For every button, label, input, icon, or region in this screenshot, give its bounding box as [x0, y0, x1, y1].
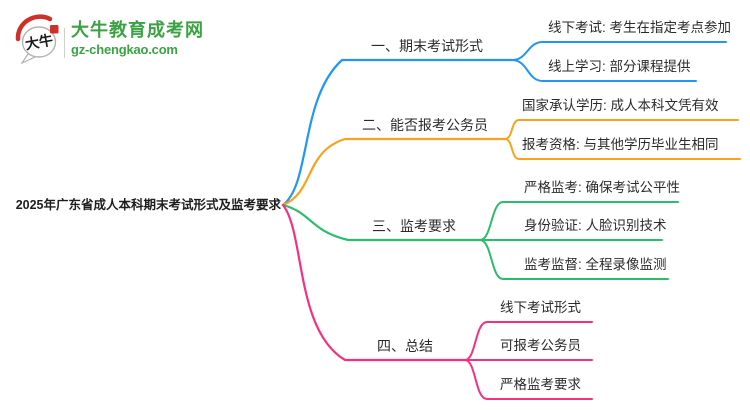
branch-4-child-1-line: [464, 321, 593, 361]
branch-3-child-3-line: [479, 239, 669, 280]
logo-domain-url: gz-chengkao.com: [71, 42, 178, 57]
branch-4-child-1-label: 线下考试形式: [500, 300, 581, 315]
branch-4-line: [281, 203, 467, 362]
branch-1-child-2-line: [511, 59, 697, 82]
branch-2-child-2-line: [504, 138, 741, 160]
branch-2-line: [281, 137, 507, 207]
logo-red-arc: [15, 14, 53, 42]
logo-site-name: 大牛教育成考网: [71, 20, 204, 40]
branch-1-label: 一、期末考试形式: [371, 38, 483, 54]
branch-3-child-1-line: [479, 201, 679, 241]
branch-4-child-2-label: 可报考公务员: [500, 338, 581, 353]
branch-2-child-2-label: 报考资格: 与其他学历毕业生相同: [522, 137, 719, 152]
site-logo[interactable]: 大牛 大牛教育成考网 gz-chengkao.com: [14, 12, 274, 68]
branch-4-child-3-label: 严格监考要求: [500, 377, 581, 392]
branch-1-child-2-label: 线上学习: 部分课程提供: [548, 59, 691, 74]
branch-4-label: 四、总结: [377, 338, 433, 354]
branch-2-child-1-label: 国家承认学历: 成人本科文凭有效: [522, 98, 719, 113]
daniu-bull-logo-icon: 大牛: [15, 14, 59, 64]
branch-3-child-1-label: 严格监考: 确保考试公平性: [524, 180, 681, 195]
branch-1-line: [281, 58, 514, 207]
branch-4-child-3-line: [464, 359, 593, 400]
branch-3-child-3-label: 监考监督: 全程录像监测: [524, 257, 667, 272]
branch-3-label: 三、监考要求: [372, 218, 456, 234]
logo-bubble: [21, 26, 57, 58]
logo-icon-text: 大牛: [24, 32, 54, 53]
logo-seal: [50, 25, 59, 34]
central-topic: 2025年广东省成人本科期末考试形式及监考要求: [15, 198, 281, 212]
branch-1-child-1-line: [511, 41, 727, 61]
branch-3-line: [281, 203, 482, 242]
branch-3-child-2-label: 身份验证: 人脸识别技术: [524, 218, 667, 233]
logo-divider: [64, 28, 65, 58]
branch-2-label: 二、能否报考公务员: [362, 117, 488, 133]
branch-1-child-1-label: 线下考试: 考生在指定考点参加: [548, 20, 732, 35]
branch-2-child-1-line: [504, 119, 739, 140]
